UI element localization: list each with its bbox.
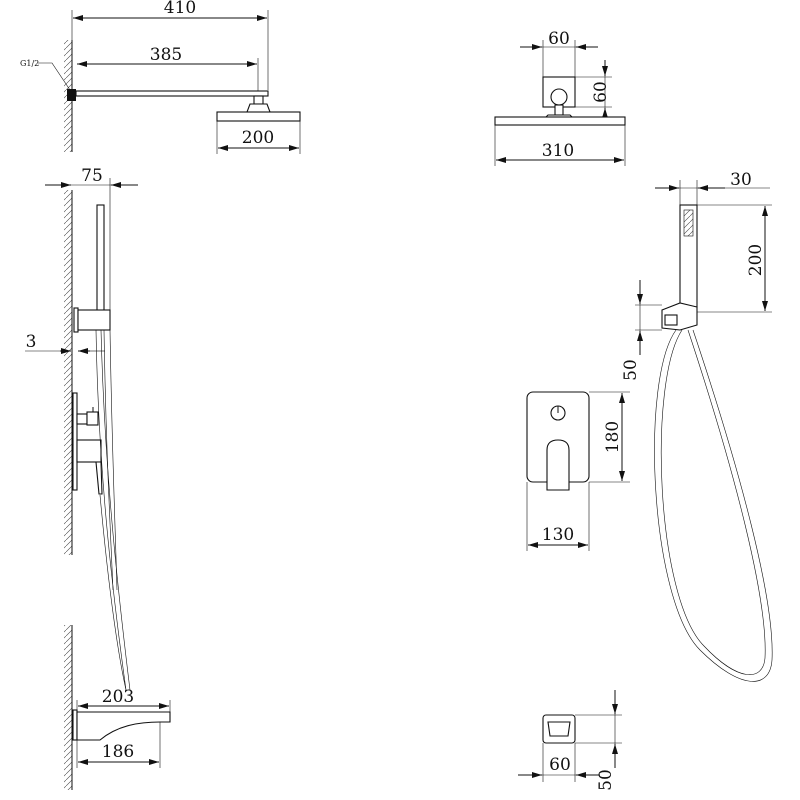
- dimension-label-3: 3: [26, 332, 37, 352]
- wall-holder-side: [77, 309, 111, 331]
- bath-spout-side: [76, 711, 171, 741]
- dimension-label-130: 130: [542, 525, 574, 545]
- diverter-knob-side: [86, 411, 99, 426]
- dimension-label-60-flange-width: 60: [548, 29, 570, 49]
- dimension-label-50-spout: 50: [596, 769, 616, 791]
- spout-side-view: 203 186: [64, 625, 171, 790]
- valve-plate-side: [72, 392, 78, 491]
- handshower-front-view: 30 200 50: [621, 170, 773, 682]
- valve-front-view: 180 130: [526, 391, 630, 551]
- dimension-label-60-spout: 60: [549, 755, 571, 775]
- dimension-label-200-head: 200: [242, 128, 274, 148]
- ball-joint: [550, 88, 568, 106]
- mixer-handle-front: [546, 439, 570, 491]
- rain-shower-head: [216, 111, 301, 122]
- dimension-label-60-flange-height: 60: [591, 81, 611, 103]
- shower-head-front-view: 60 60 310: [494, 29, 626, 166]
- dimension-label-410: 410: [164, 0, 196, 18]
- hose-line: [95, 329, 127, 691]
- dimension-label-30: 30: [730, 170, 752, 190]
- spout-front-view: 50 60: [518, 690, 622, 791]
- dimension-label-203: 203: [102, 687, 134, 707]
- spray-face: [683, 209, 694, 237]
- mixer-handle-side: [76, 439, 102, 463]
- rain-shower-head-front: [494, 116, 626, 126]
- thread-leader: [38, 62, 71, 91]
- dimension-label-180: 180: [603, 421, 623, 453]
- shower-arm: [75, 90, 269, 97]
- thread-label: G1/2: [20, 59, 39, 68]
- hose-loop: [654, 329, 773, 682]
- dimension-label-310: 310: [542, 141, 574, 161]
- handshower-valve-side-view: 75 3: [25, 166, 138, 691]
- dimension-label-200-handshower: 200: [746, 244, 766, 276]
- shower-arm-side-view: 410 385 G1/2 200: [20, 0, 301, 154]
- wall-connector: [67, 89, 76, 101]
- dimension-label-186: 186: [102, 742, 134, 762]
- dimension-label-75: 75: [81, 166, 103, 186]
- swivel-joint: [253, 95, 264, 105]
- dimension-label-50-holder: 50: [621, 359, 641, 381]
- hand-shower-side: [96, 204, 105, 312]
- dimension-label-385: 385: [150, 45, 182, 65]
